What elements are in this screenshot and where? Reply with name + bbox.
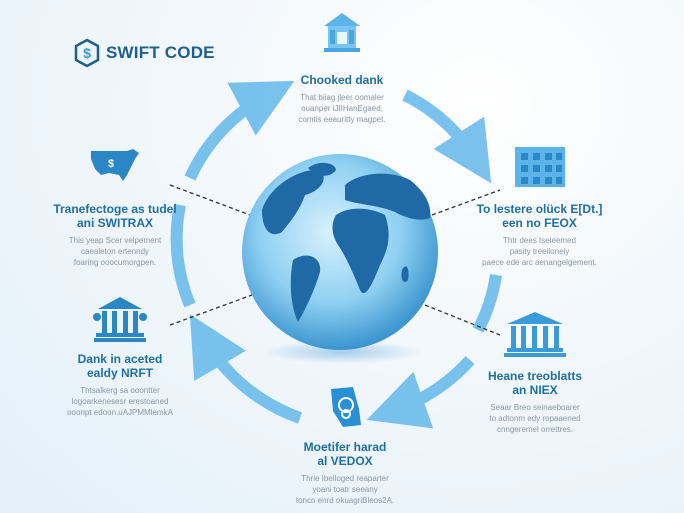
arrow-bottom-to-left [189,314,303,424]
arrow-bottomright-to-bottom [366,355,475,429]
shield-dollar-icon: $ [74,38,100,68]
svg-text:$: $ [83,45,91,61]
bank-columns-icon [92,295,148,343]
dashed-connector [169,184,251,216]
dashed-connector [169,294,253,326]
svg-text:$: $ [108,158,114,170]
step-title: To lestere olück E[Dt.]een no FEOX [476,202,603,230]
logo-text: SWIFT CODE [106,43,215,62]
dashed-connector [431,189,501,216]
bank-building-icon [320,10,364,54]
logo: $ SWIFT CODE [74,38,215,68]
arrow-left-arc [170,203,196,308]
arrow-top-to-right [402,89,492,184]
step-title: Chooked dank [300,73,384,87]
step-right: To lestere olück E[Dt.]een no FEOX Thtr … [472,145,607,268]
usa-map-dollar-icon: $ [87,145,143,185]
arrow-left-to-top [184,80,295,181]
swift-token-icon [325,385,365,429]
office-building-icon [513,145,567,187]
globe-continents [262,162,431,322]
bank-columns-icon [503,310,567,358]
